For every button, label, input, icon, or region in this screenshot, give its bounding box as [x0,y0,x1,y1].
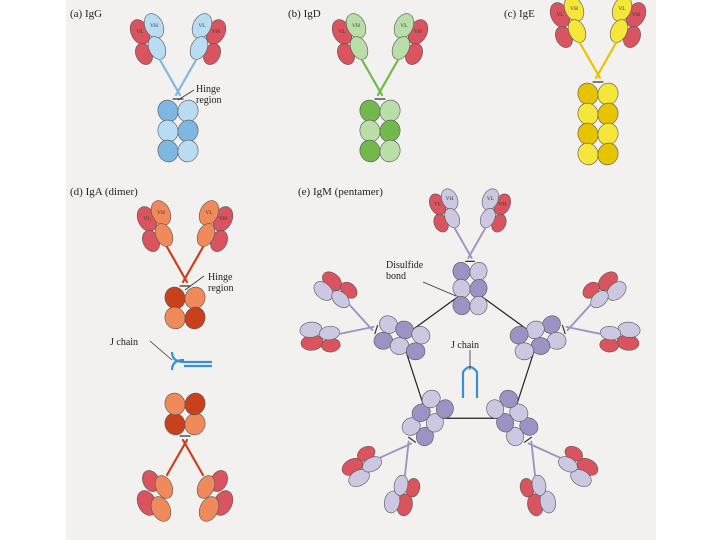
igm-disulfide-leader [423,282,456,296]
igg-left-constant-2 [155,137,181,165]
panel-label-iga: (d) IgA (dimer) [70,186,138,198]
igm-subunit-0-left-vl-label: VL [434,201,442,207]
iga-hinge-label-line2: region [208,283,234,294]
iga-upper-right-hinge [183,247,203,282]
ige-left-hinge [580,43,600,78]
iga-upper-right-vl-label: VH [219,216,227,222]
ige-right-constant-3 [595,140,621,168]
iga-lower-right-constant-1 [182,390,208,418]
igd-left-hinge [362,60,382,95]
iga-lower-right-hinge [183,440,203,475]
igd-right-vh-label: VL [400,23,408,29]
igd-left-constant-2 [357,137,383,165]
ige-right-hinge [596,43,616,78]
panel-label-ige: (c) IgE [504,8,535,20]
igd-right-vl-label: VH [414,29,422,35]
igm-subunit-0-left-hinge [455,228,472,258]
igd-left-vh-label: VH [352,23,360,29]
iga-jchain [172,352,212,370]
iga-upper-left-hinge [167,247,187,282]
igg-left-vl-label: VL [136,29,144,35]
iga-upper-left-vh-label: VH [157,210,165,216]
ige-left-constant-3 [575,140,601,168]
igg-right-hinge [176,60,196,95]
igm-subunit-1-right-vh [617,321,641,339]
igd-monomer-diagram: VL VH VH VL [328,10,431,164]
igd-right-constant-2 [377,137,403,165]
igd-left-vl-label: VL [338,29,346,35]
ige-left-vh-label: VH [570,6,578,12]
igm-subunit-1 [497,265,649,389]
iga-upper-left-vl-label: VL [143,216,151,222]
igd-right-hinge [378,60,398,95]
igm-subunit-0-right-vh-label: VL [487,196,495,202]
igm-jchain-label: J chain [451,340,479,351]
igm-subunit-2-hinge-disulfide [525,437,532,442]
igg-left-vh-label: VH [150,23,158,29]
igm-subunit-4-left-vh [299,321,323,339]
igm-subunit-0-right-vl-label: VH [498,201,506,207]
igm-subunit-0-right-constant-2 [467,294,489,317]
igm-subunit-0-left-constant-2 [450,294,472,317]
igm-subunit-2 [460,369,608,527]
iga-hinge-label-line1: Hinge [208,272,234,283]
igm-jchain [463,367,477,398]
igm-disulfide-label-line1: Disulfide [386,260,423,271]
panel-label-igm: (e) IgM (pentamer) [298,186,383,198]
igm-subunit-3 [332,369,480,527]
ige-right-vh-label: VL [618,6,626,12]
iga-upper-left-constant-1 [162,304,188,332]
igm-subunit-0-right-hinge [468,228,485,258]
igm-subunit-1-right-constant-2 [515,342,534,360]
igm-subunit-0-left-vh-label: VH [446,196,454,202]
panel-label-igd: (b) IgD [288,8,321,20]
ige-left-vl-label: VL [556,12,564,18]
igm-disulfide-label-line2: bond [386,271,423,282]
igg-left-hinge [160,60,180,95]
igm-subunit-4 [291,265,443,389]
igm-subunit-3-left-hinge [391,442,422,476]
igm-disulfide-label: Disulfide bond [386,260,423,282]
panel-label-igg: (a) IgG [70,8,102,20]
igg-right-vl-label: VH [212,29,220,35]
igm-subunit-4-left-constant-2 [406,342,425,360]
iga-dimer-diagram: VL VH VH VL [133,197,236,524]
iga-jchain-leader [150,341,172,360]
igm-subunit-1-hinge-disulfide [562,325,565,333]
igm-subunit-1-right-hinge [566,318,600,343]
ige-monomer-diagram: VL VH VH VL [546,0,649,168]
iga-lower-left-constant-1 [162,390,188,418]
igg-hinge-label: Hinge region [196,84,222,106]
igm-subunit-4-hinge-disulfide [375,325,378,333]
iga-jchain-label: J chain [110,337,138,348]
ige-right-vl-label: VH [632,12,640,18]
iga-upper-right-constant-1 [182,304,208,332]
igm-subunit-3-hinge-disulfide [409,437,416,442]
igg-right-constant-2 [175,137,201,165]
igm-subunit-2-right-hinge [518,442,549,476]
iga-lower-left-hinge [167,440,187,475]
igg-right-vh-label: VL [198,23,206,29]
igg-hinge-label-line1: Hinge [196,84,222,95]
iga-hinge-label: Hinge region [208,272,234,294]
iga-upper-right-vh-label: VL [205,210,213,216]
igg-hinge-label-line2: region [196,95,222,106]
igm-subunit-4-left-hinge [340,318,374,343]
